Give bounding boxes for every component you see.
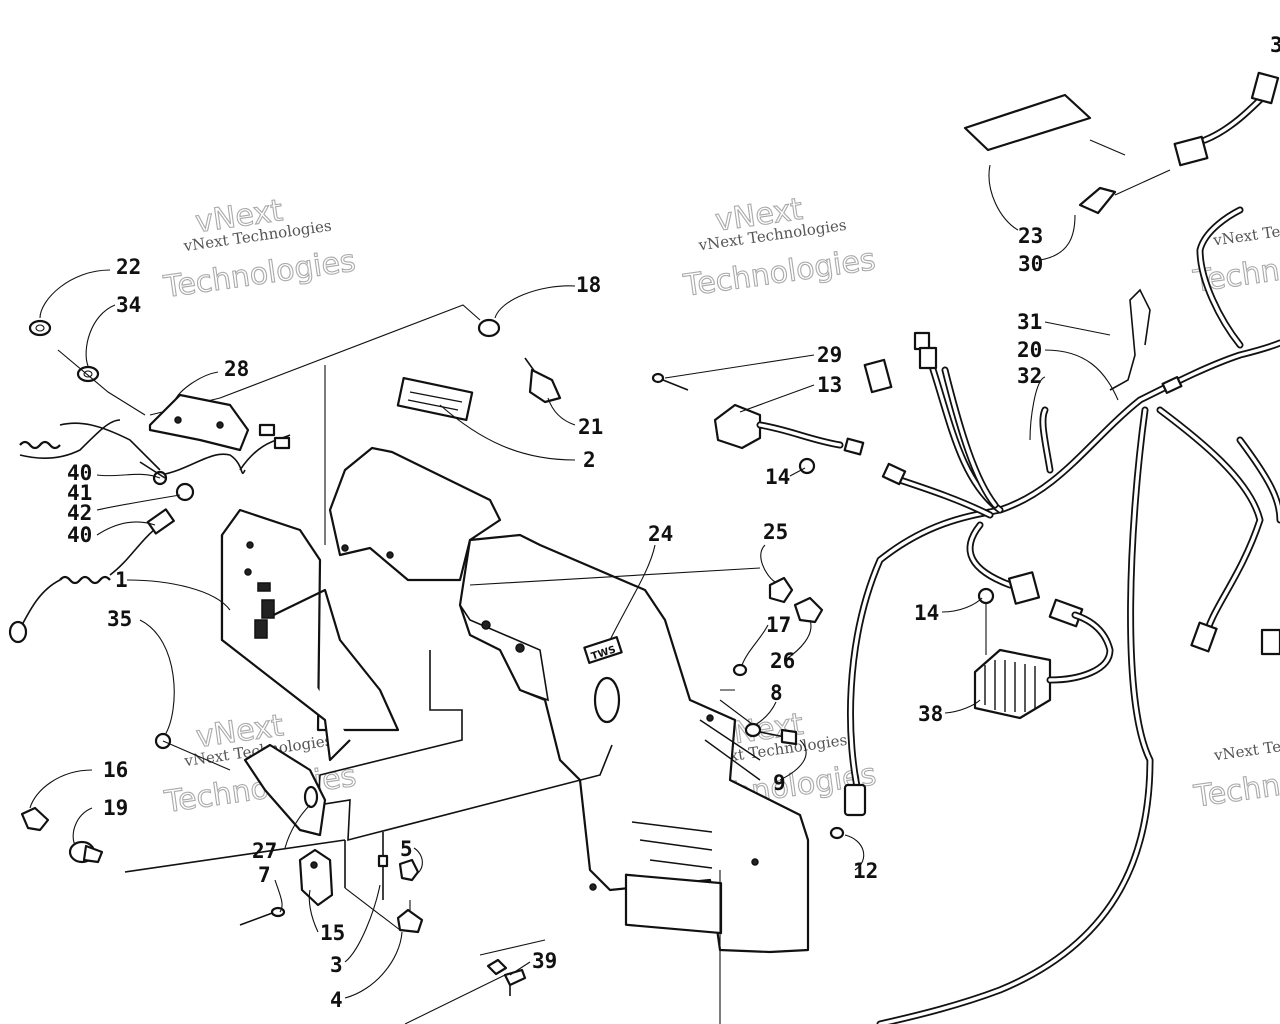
callout-28: 28 <box>224 357 249 381</box>
callout-18: 18 <box>576 273 601 297</box>
callout-17: 17 <box>766 613 791 637</box>
connector-13 <box>713 403 865 456</box>
toggle-switch-21 <box>524 357 562 404</box>
callout-40-lower: 40 <box>67 523 92 547</box>
console-housing: TWS <box>124 446 810 954</box>
callout-27: 27 <box>252 839 277 863</box>
callout-35: 35 <box>107 607 132 631</box>
rivet-7 <box>239 906 286 926</box>
callout-5: 5 <box>400 837 413 861</box>
callout-24: 24 <box>648 522 673 546</box>
main-wiring-harness-20 <box>843 71 1280 1024</box>
key-switch-19 <box>68 840 104 864</box>
bulb-30 <box>1078 139 1171 215</box>
switch-plate-28 <box>148 393 250 452</box>
washer-12 <box>829 826 845 840</box>
harness-40-lower <box>8 508 175 644</box>
callout-40: 40 <box>67 461 92 485</box>
callout-20: 20 <box>1017 338 1042 362</box>
decal-2 <box>396 376 474 422</box>
callout-13: 13 <box>817 373 842 397</box>
regulator-38 <box>973 587 1114 720</box>
callout-31: 31 <box>1017 310 1042 334</box>
bracket-27 <box>243 743 327 837</box>
callout-leaders <box>29 164 1119 999</box>
callout-32: 32 <box>1017 364 1042 388</box>
callout-labels: 22 34 28 40 41 42 40 1 35 16 19 27 7 15 … <box>67 33 1280 1012</box>
callout-30: 30 <box>1018 252 1043 276</box>
grommet-18 <box>477 318 501 338</box>
callout-1: 1 <box>115 568 128 592</box>
assembly-leader-lines <box>149 304 761 1024</box>
bracket-4 <box>396 900 424 934</box>
svg-text:vNext Technologies: vNext Technologies <box>1212 726 1280 765</box>
callout-4: 4 <box>330 988 343 1012</box>
svg-text:Technologies: Technologies <box>1191 753 1280 815</box>
bolt-8-nut-9 <box>744 722 798 746</box>
callout-29: 29 <box>817 343 842 367</box>
callout-15: 15 <box>320 921 345 945</box>
clip-5 <box>398 858 420 882</box>
grommet-22 <box>28 319 52 337</box>
callout-26: 26 <box>770 649 795 673</box>
callout-41: 41 <box>67 481 92 505</box>
callout-7: 7 <box>258 863 271 887</box>
svg-text:vNext Technologies: vNext Technologies <box>1211 211 1280 250</box>
wiring-harness-40-41-42 <box>19 419 291 502</box>
watermark-right-bottom: vNext Technologies Technologies <box>1191 726 1280 815</box>
callout-12: 12 <box>853 859 878 883</box>
callout-9: 9 <box>773 771 786 795</box>
callout-36-partial: 3 <box>1270 33 1280 57</box>
callout-3: 3 <box>330 953 343 977</box>
switch-16 <box>20 806 50 832</box>
callout-16: 16 <box>103 758 128 782</box>
callout-14-right: 14 <box>914 601 939 625</box>
callout-21: 21 <box>578 415 603 439</box>
nut-14-center <box>798 457 816 475</box>
callout-2: 2 <box>583 448 596 472</box>
callout-23: 23 <box>1018 224 1043 248</box>
callout-38: 38 <box>918 702 943 726</box>
callout-14-center: 14 <box>765 465 790 489</box>
bolt-nut-39 <box>486 958 527 996</box>
callout-42: 42 <box>67 501 92 525</box>
callout-39: 39 <box>532 949 557 973</box>
screw-3 <box>377 832 389 900</box>
bushing-35 <box>154 732 231 771</box>
hardware-25-17-26 <box>732 576 824 677</box>
callout-34: 34 <box>116 293 141 317</box>
callout-19: 19 <box>103 796 128 820</box>
callout-25: 25 <box>763 520 788 544</box>
rivet-29 <box>651 372 689 391</box>
callout-22: 22 <box>116 255 141 279</box>
decal-23 <box>963 93 1092 152</box>
watermark-left-top: vNext vNext Technologies Technologies <box>160 193 358 306</box>
callout-8: 8 <box>770 681 783 705</box>
plate-15 <box>298 848 334 907</box>
watermark-center-top: vNext vNext Technologies Technologies <box>680 191 878 304</box>
